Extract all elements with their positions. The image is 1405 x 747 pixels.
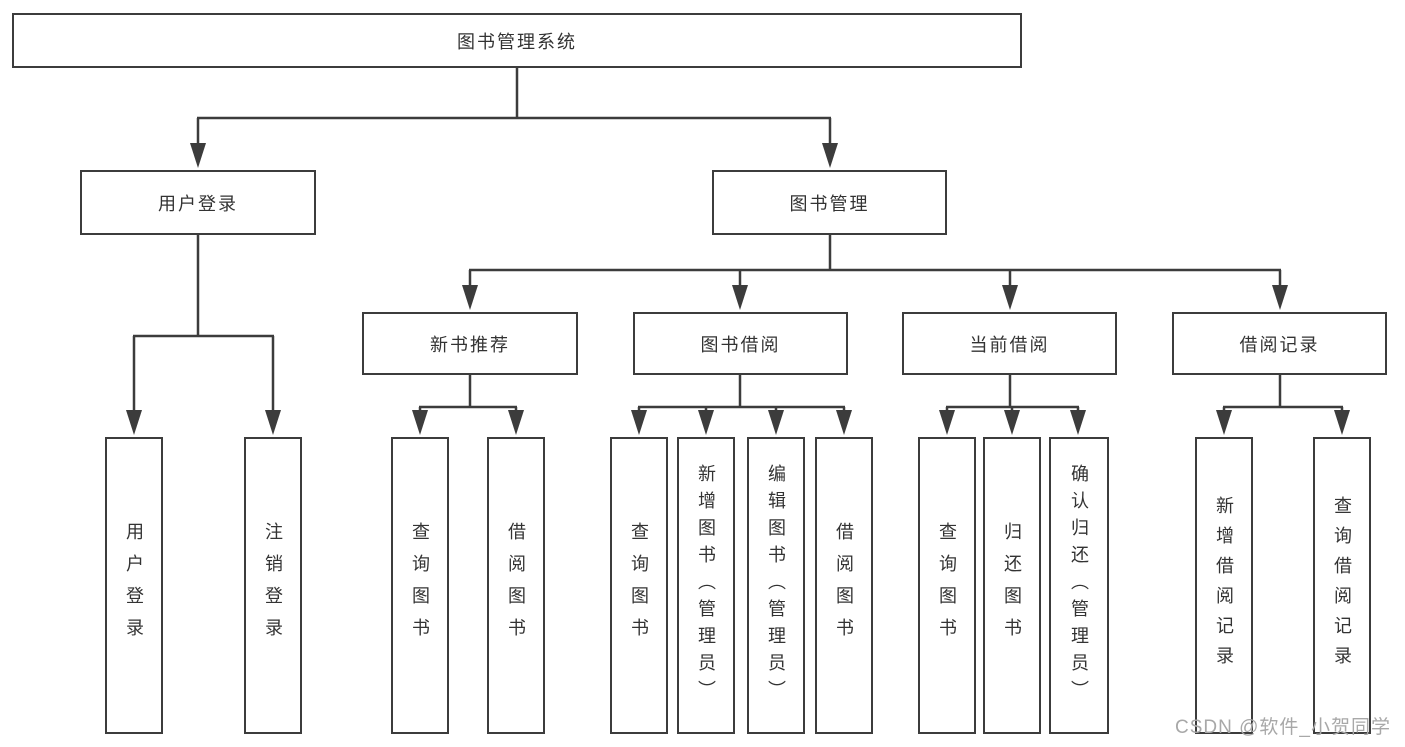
leaf-borrow-books-1-label: 借阅图书 (506, 521, 526, 650)
node-new-book-recommend: 新书推荐 (362, 312, 578, 375)
leaf-query-books-3: 查询图书 (918, 437, 976, 734)
leaf-edit-book-admin-label: 编辑图书（管理员） (766, 464, 786, 707)
connector-root-to-level2 (196, 68, 832, 146)
leaf-confirm-return-admin-label: 确认归还（管理员） (1069, 464, 1089, 707)
connector-user-login-children (132, 235, 275, 412)
connector-current-children (945, 375, 1080, 412)
leaf-edit-book-admin: 编辑图书（管理员） (747, 437, 805, 734)
node-book-borrow: 图书借阅 (633, 312, 848, 375)
leaf-borrow-books-1: 借阅图书 (487, 437, 545, 734)
node-borrow-records: 借阅记录 (1172, 312, 1387, 375)
node-root: 图书管理系统 (12, 13, 1022, 68)
leaf-query-books-1-label: 查询图书 (410, 521, 430, 650)
node-borrow-records-label: 借阅记录 (1239, 334, 1320, 355)
leaf-query-books-2-label: 查询图书 (629, 521, 649, 650)
arrowheads (126, 143, 1350, 435)
node-book-management-label: 图书管理 (789, 193, 870, 214)
leaf-query-borrow-record-label: 查询借阅记录 (1332, 495, 1352, 676)
node-book-management: 图书管理 (712, 170, 947, 235)
leaf-add-borrow-record-label: 新增借阅记录 (1214, 495, 1234, 676)
node-current-borrow: 当前借阅 (902, 312, 1117, 375)
connector-new-book-children (418, 375, 518, 412)
node-new-book-recommend-label: 新书推荐 (430, 334, 510, 355)
connector-book-mgmt-children (468, 235, 1282, 287)
leaf-return-book-label: 归还图书 (1002, 521, 1022, 650)
node-user-login: 用户登录 (80, 170, 316, 235)
leaf-return-book: 归还图书 (983, 437, 1041, 734)
leaf-borrow-books-2-label: 借阅图书 (834, 521, 854, 650)
leaf-logout-label: 注销登录 (263, 521, 283, 650)
connector-record-children (1222, 375, 1344, 412)
node-book-borrow-label: 图书借阅 (700, 334, 781, 355)
leaf-logout: 注销登录 (244, 437, 302, 734)
leaf-user-login: 用户登录 (105, 437, 163, 734)
node-root-label: 图书管理系统 (457, 31, 577, 52)
leaf-confirm-return-admin: 确认归还（管理员） (1049, 437, 1109, 734)
leaf-user-login-label: 用户登录 (124, 521, 144, 650)
leaf-add-book-admin: 新增图书（管理员） (677, 437, 735, 734)
leaf-add-book-admin-label: 新增图书（管理员） (696, 464, 716, 707)
watermark: CSDN @软件_小贺同学 (1175, 717, 1391, 738)
leaf-query-borrow-record: 查询借阅记录 (1313, 437, 1371, 734)
connector-borrow-children (637, 375, 846, 412)
node-user-login-label: 用户登录 (158, 193, 238, 214)
leaf-query-books-2: 查询图书 (610, 437, 668, 734)
leaf-borrow-books-2: 借阅图书 (815, 437, 873, 734)
leaf-query-books-1: 查询图书 (391, 437, 449, 734)
leaf-query-books-3-label: 查询图书 (937, 521, 957, 650)
node-current-borrow-label: 当前借阅 (969, 334, 1050, 355)
leaf-add-borrow-record: 新增借阅记录 (1195, 437, 1253, 734)
